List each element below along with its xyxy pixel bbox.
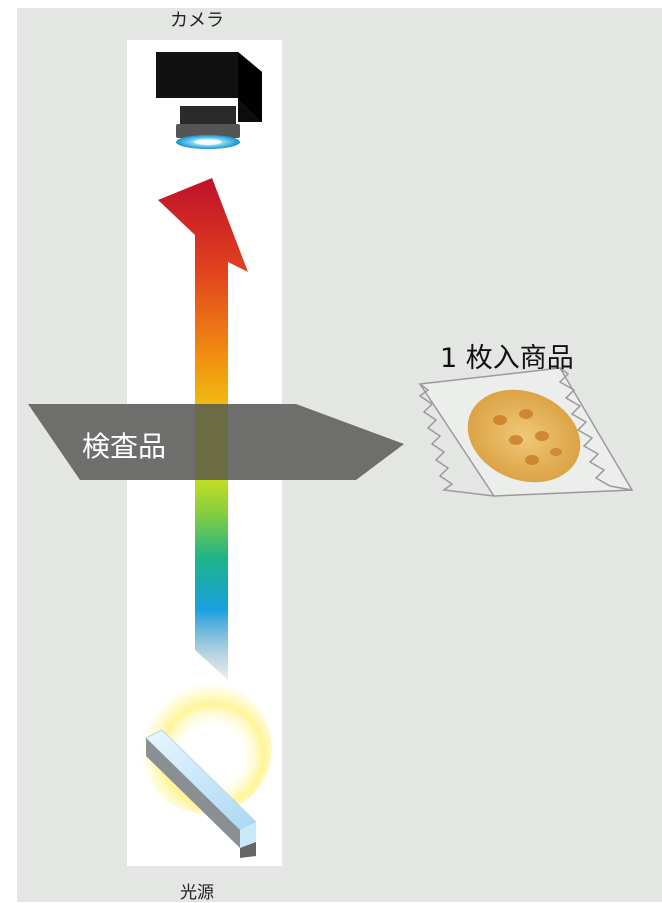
single-product-label: 1 枚入商品: [440, 343, 574, 374]
camera-icon: [156, 52, 262, 149]
inspection-item-label: 検査品: [82, 430, 167, 463]
light-source-label: 光源: [180, 883, 214, 903]
packaged-cracker-icon: [418, 367, 634, 497]
camera-label: カメラ: [170, 10, 224, 31]
light-source-icon: [140, 682, 272, 858]
beam-overlap: [195, 404, 228, 480]
